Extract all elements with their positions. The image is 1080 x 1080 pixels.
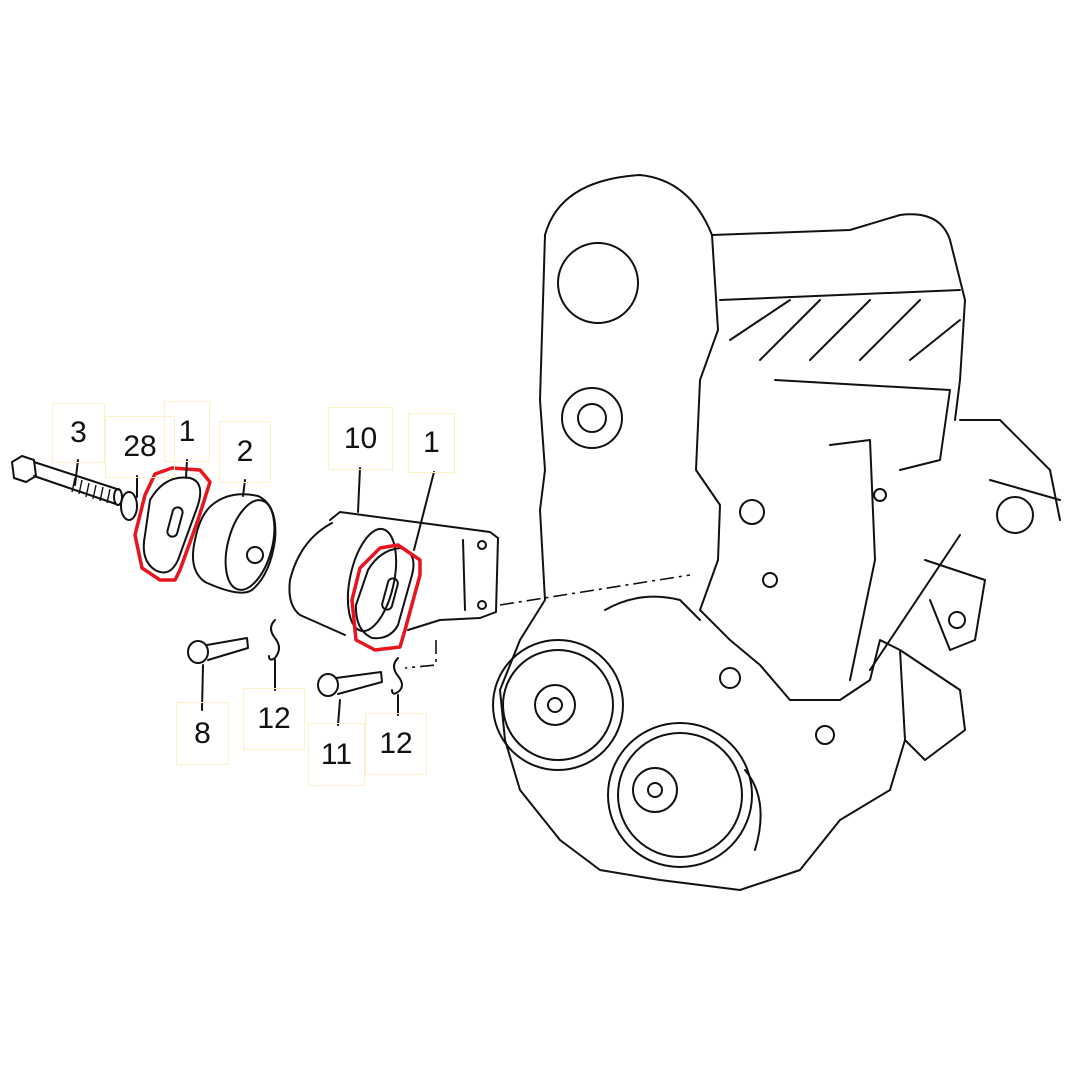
bolt-11-drawing bbox=[317, 671, 383, 697]
alignment-line bbox=[404, 574, 691, 669]
callout-12-right[interactable]: 12 bbox=[365, 713, 427, 775]
callout-28[interactable]: 28 bbox=[105, 416, 175, 478]
callout-1-right[interactable]: 1 bbox=[408, 413, 455, 473]
leader-lines bbox=[74, 459, 435, 726]
callout-1-left[interactable]: 1 bbox=[164, 401, 210, 462]
pad-1-right-drawing bbox=[354, 547, 415, 640]
pad-1-left-drawing bbox=[142, 476, 202, 574]
bolt-8-drawing bbox=[187, 637, 249, 664]
callout-11[interactable]: 11 bbox=[308, 723, 365, 786]
callout-3[interactable]: 3 bbox=[52, 403, 105, 463]
clip-12-right-drawing bbox=[391, 657, 403, 695]
washer-28-drawing bbox=[120, 491, 138, 521]
callout-8[interactable]: 8 bbox=[176, 702, 229, 765]
callout-10[interactable]: 10 bbox=[328, 407, 393, 470]
clip-12-left-drawing bbox=[268, 619, 280, 661]
rubber-mount-2-drawing bbox=[192, 493, 277, 594]
callout-2[interactable]: 2 bbox=[219, 421, 271, 483]
callout-12-left[interactable]: 12 bbox=[243, 688, 305, 750]
engine-drawing bbox=[492, 174, 1061, 891]
highlight-pad-1-right bbox=[350, 543, 422, 652]
bracket-10-drawing bbox=[288, 511, 499, 636]
